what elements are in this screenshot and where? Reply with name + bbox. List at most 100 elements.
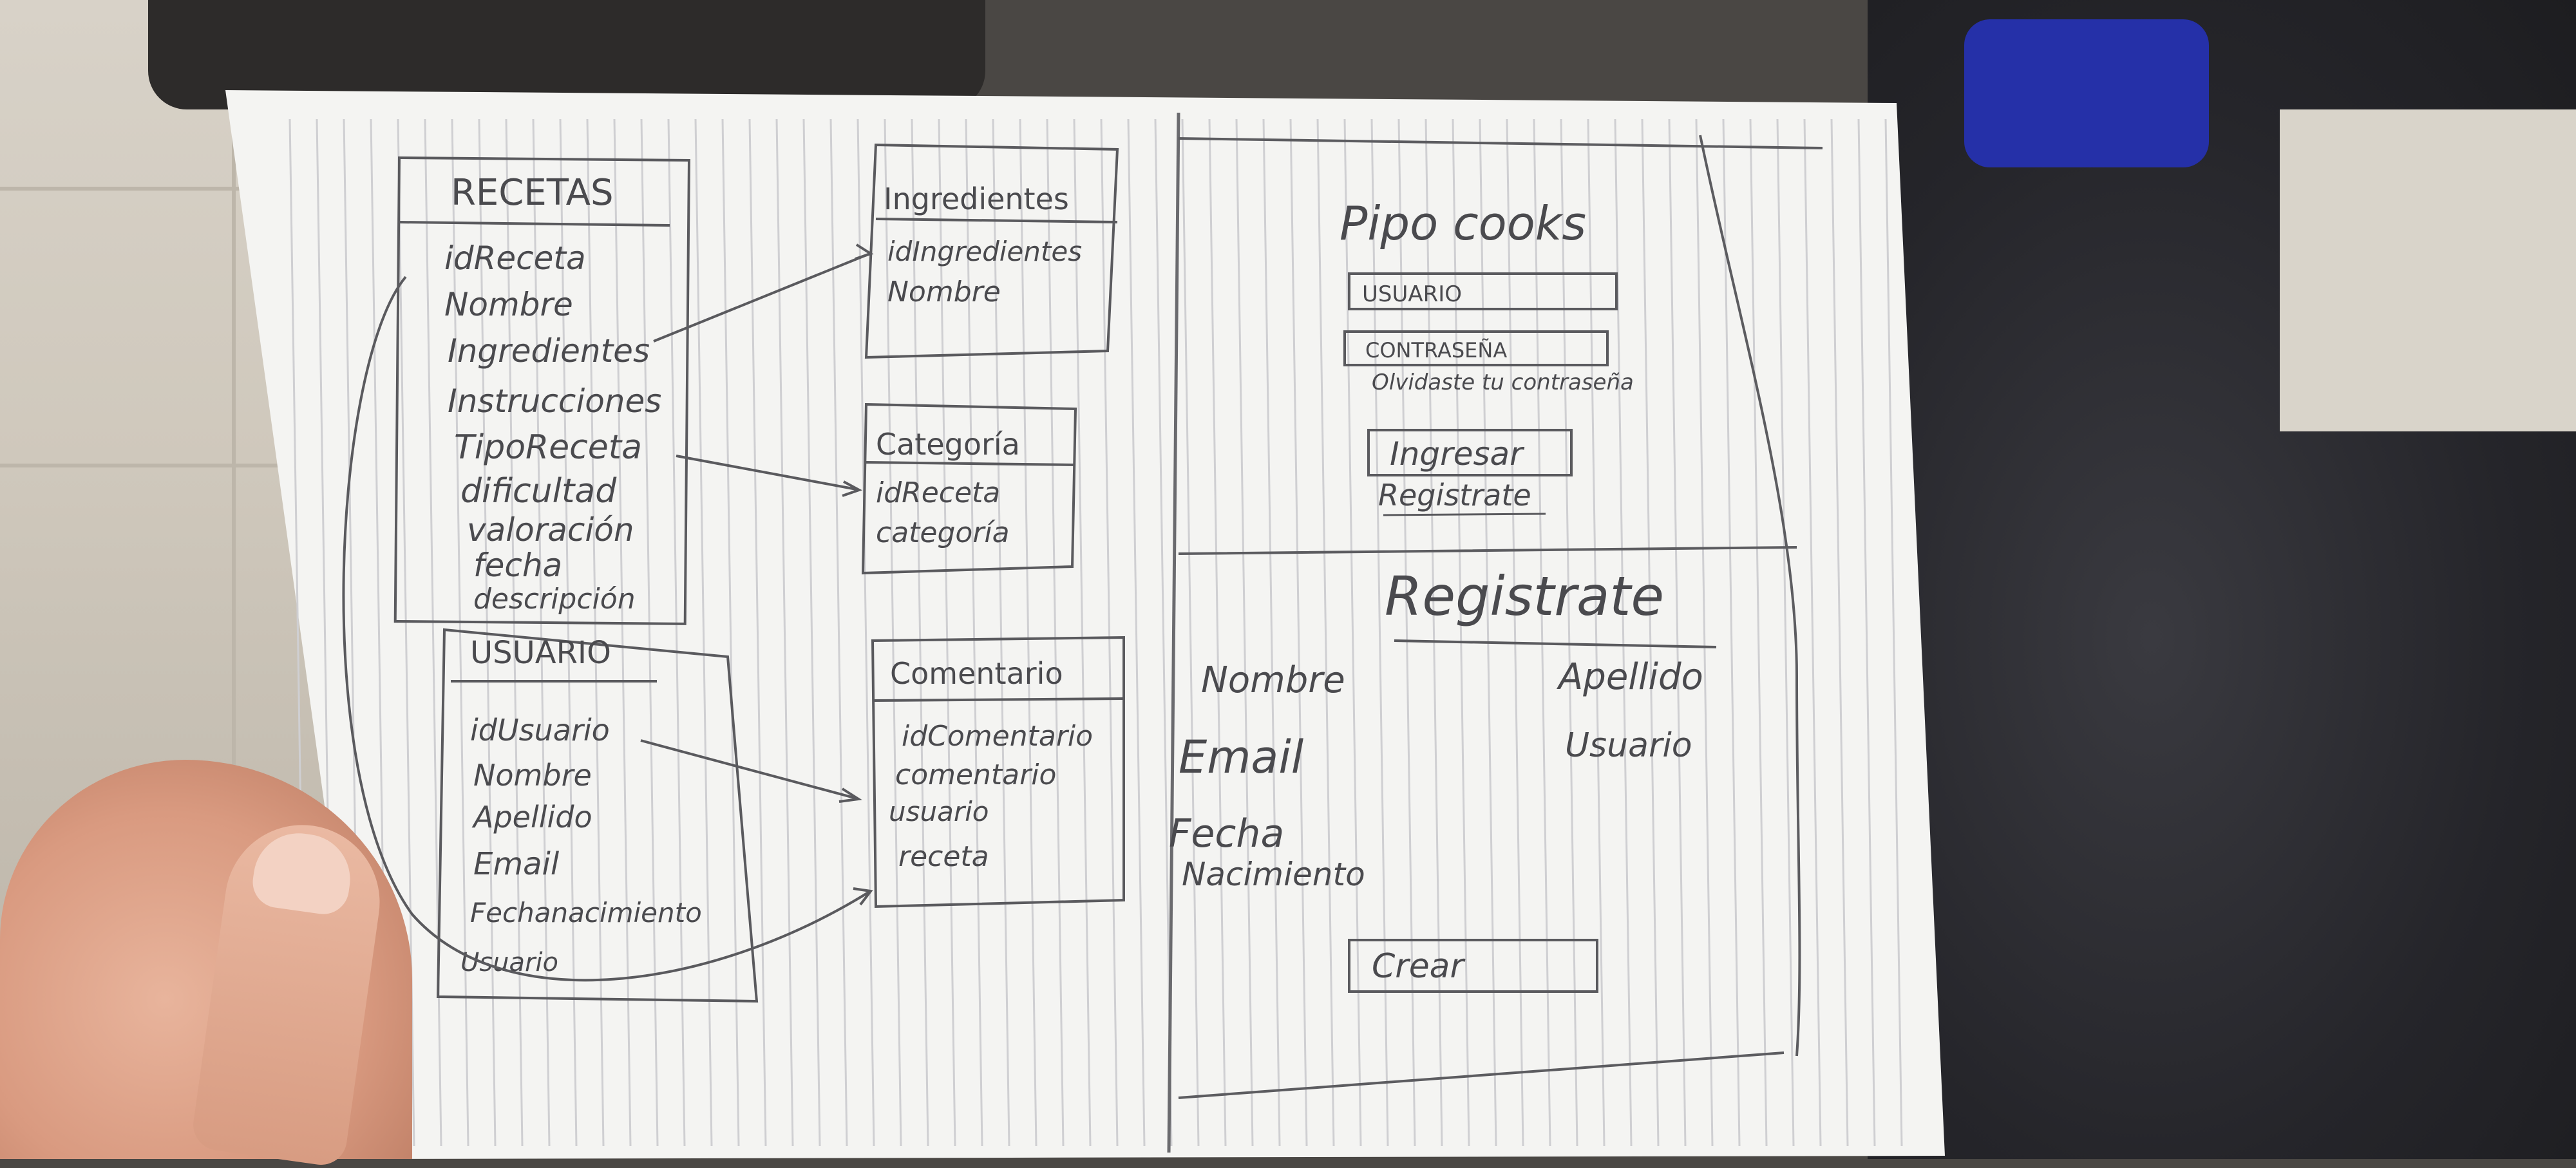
ruled-line (1262, 118, 1281, 1147)
register-mockup: Registrate Nombre Apellido Email Usuario… (1169, 565, 1717, 993)
table-comentario-field: receta (898, 840, 989, 873)
registrate-link[interactable]: Registrate (1378, 478, 1531, 513)
ruled-line (1587, 118, 1605, 1147)
ruled-line (1722, 118, 1741, 1147)
ruled-line (857, 118, 875, 1147)
forgot-password-link[interactable]: Olvidaste tu contraseña (1372, 370, 1634, 395)
ruled-line (1181, 118, 1200, 1147)
table-usuario-field: Usuario (460, 948, 558, 977)
table-usuario-field: idUsuario (470, 713, 610, 748)
ruled-line (1046, 118, 1065, 1147)
fecha-field-label: Fecha (1169, 811, 1284, 856)
ruled-line (1289, 118, 1308, 1147)
ruled-line (1452, 118, 1470, 1147)
ruled-line (559, 118, 578, 1147)
ruled-line (1506, 118, 1524, 1147)
ruled-line (1614, 118, 1633, 1147)
login-mockup: Pipo cooks USUARIO CONTRASEÑA Olvidaste … (1340, 196, 1634, 516)
table-usuario-field: Apellido (471, 800, 592, 834)
table-comentario-box (871, 636, 1125, 909)
ruled-line (1803, 118, 1822, 1147)
table-categoria: Categoría idReceta categoría (861, 402, 1077, 575)
ruled-line (1641, 118, 1660, 1147)
table-categoria-box (861, 402, 1077, 575)
floor-tile-line (232, 0, 236, 1159)
table-comentario-divider (874, 697, 1124, 702)
ruled-line (748, 118, 767, 1147)
table-recetas-box (393, 156, 691, 625)
ruled-line (1533, 118, 1551, 1147)
register-title-underline (1394, 639, 1717, 648)
ruled-line (721, 118, 740, 1147)
table-usuario-field: Fechanacimiento (470, 897, 702, 928)
arrow-head (853, 887, 873, 906)
ruled-line (1100, 118, 1119, 1147)
ruled-lines (289, 118, 1903, 1147)
table-comentario: Comentario idComentario comentario usuar… (871, 636, 1125, 909)
table-comentario-title: Comentario (890, 656, 1063, 691)
usuario-input[interactable] (1348, 272, 1618, 310)
floor-tile-line (0, 464, 335, 467)
table-recetas-field: Nombre (444, 286, 573, 323)
crear-button-label: Crear (1372, 947, 1466, 986)
table-comentario-field: usuario (889, 796, 989, 827)
table-recetas-field: idReceta (444, 240, 586, 277)
crear-button[interactable] (1348, 939, 1598, 993)
table-recetas-title: RECETAS (451, 172, 614, 214)
ruled-line (1127, 118, 1146, 1147)
ruled-line (613, 118, 632, 1147)
ruled-line (1073, 118, 1092, 1147)
nacimiento-field-label: Nacimiento (1182, 856, 1365, 893)
table-usuario-box (436, 628, 759, 1003)
ruled-line (1830, 118, 1849, 1147)
usuario-field-label: Usuario (1565, 726, 1692, 765)
password-input[interactable] (1343, 330, 1609, 366)
ruled-line (1316, 118, 1335, 1147)
table-usuario-field: Email (473, 846, 560, 882)
ruled-line (1397, 118, 1416, 1147)
table-recetas-field: Ingredientes (448, 332, 650, 370)
table-ingredientes: Ingredientes idIngredientes Nombre (864, 143, 1119, 359)
ruled-line (667, 118, 686, 1147)
ruled-line (694, 118, 713, 1147)
table-recetas-field: Instrucciones (448, 382, 661, 420)
blue-chair-background (1964, 19, 2209, 167)
table-recetas: RECETAS idReceta Nombre Ingredientes Ins… (393, 156, 691, 625)
ruled-line (938, 118, 956, 1147)
ruled-line (1154, 118, 1173, 1147)
arrow-head (855, 243, 874, 260)
floor-tile-line (0, 187, 335, 191)
ruled-line (992, 118, 1010, 1147)
ruled-line (532, 118, 551, 1147)
ruled-line (1370, 118, 1389, 1147)
ruled-line (1749, 118, 1768, 1147)
table-ingredientes-title: Ingredientes (884, 182, 1069, 216)
table-comentario-field: comentario (895, 758, 1056, 791)
table-usuario: USUARIO idUsuario Nombre Apellido Email … (436, 628, 759, 1003)
table-usuario-title: USUARIO (470, 635, 611, 671)
table-recetas-field: dificultad (460, 472, 617, 511)
ingresar-button[interactable] (1367, 429, 1573, 476)
table-ingredientes-field: idIngredientes (887, 236, 1082, 267)
password-input-label: CONTRASEÑA (1365, 338, 1507, 363)
ingresar-button-label: Ingresar (1390, 435, 1525, 473)
ruled-line (965, 118, 983, 1147)
mockup-frame (1178, 135, 1823, 1099)
ruled-line (586, 118, 605, 1147)
ruled-line (1235, 118, 1254, 1147)
ruled-line (1695, 118, 1714, 1147)
relationship-arrows (342, 243, 874, 982)
ruled-line (451, 118, 469, 1147)
ruled-line (802, 118, 821, 1147)
email-field-label: Email (1179, 731, 1304, 784)
floor-background-right (2280, 109, 2576, 431)
table-comentario-field: idComentario (902, 720, 1093, 753)
ruled-line (1479, 118, 1497, 1147)
table-ingredientes-box (864, 143, 1119, 359)
table-recetas-divider (399, 221, 670, 227)
usuario-input-label: USUARIO (1362, 281, 1462, 307)
apellido-field-label: Apellido (1557, 656, 1703, 698)
nombre-field-label: Nombre (1201, 659, 1345, 701)
